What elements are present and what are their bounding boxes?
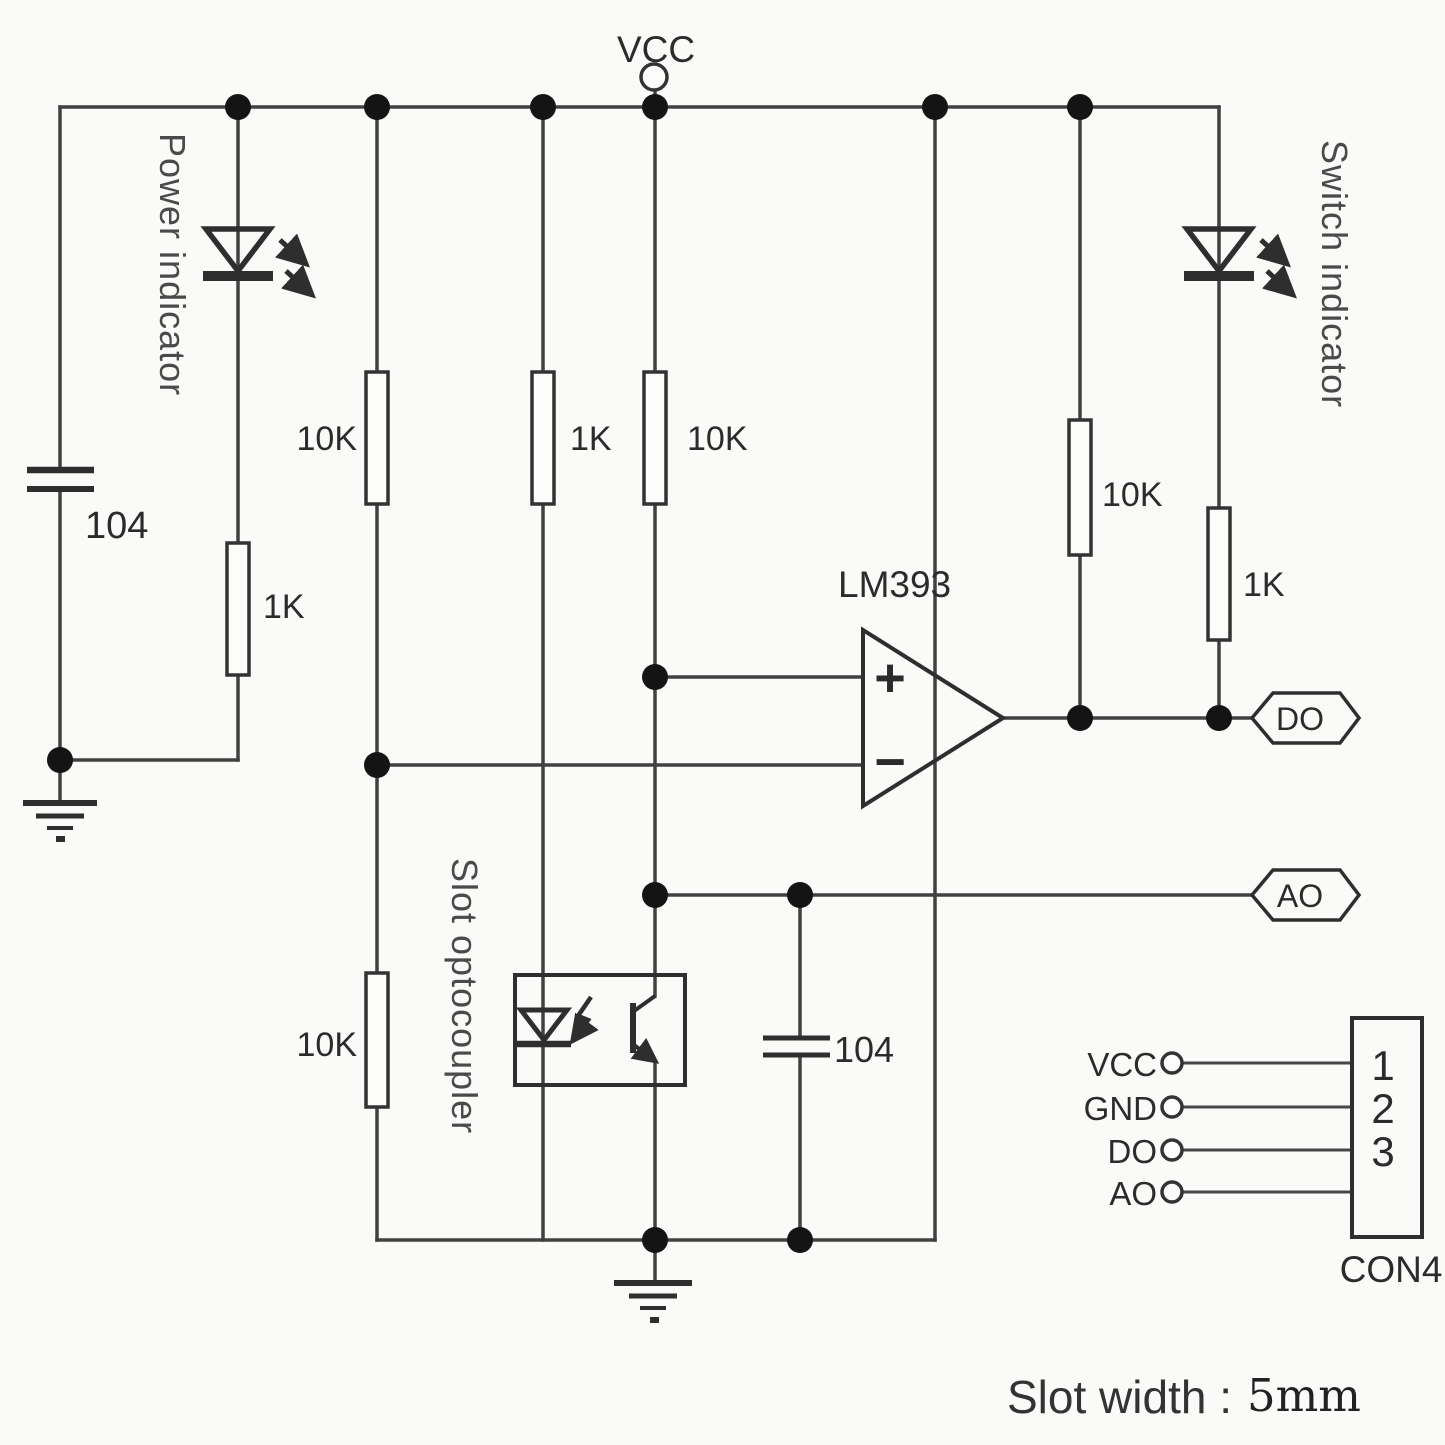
switch-led: [1181, 226, 1297, 299]
labels: VCC LM393 1K 10K 1K 10K 10K 1K 10K 104 1…: [85, 29, 1361, 1423]
capacitor-c1: [27, 466, 94, 492]
ground-dot: [56, 836, 65, 842]
lm393-comparator: + −: [861, 626, 1007, 810]
pin-label-do: DO: [1108, 1133, 1158, 1170]
connector-name-label: CON4: [1340, 1249, 1443, 1290]
pin-number-1: 1: [1371, 1042, 1394, 1089]
junction-dot: [642, 1227, 668, 1253]
junction-dot: [1206, 705, 1232, 731]
ao-tag-label: AO: [1277, 878, 1323, 914]
junction-dots: [47, 94, 1232, 1253]
capacitor-c1-value: 104: [85, 505, 148, 547]
pin-number-3: 3: [1371, 1128, 1394, 1175]
capacitor-c2-value: 104: [834, 1029, 894, 1070]
junction-dot: [642, 882, 668, 908]
resistor-r2: [364, 370, 390, 506]
capacitor-c2: [763, 1035, 830, 1058]
slot-optocoupler-annotation: Slot optocoupler: [444, 858, 485, 1134]
do-net-tag: DO: [1249, 691, 1362, 745]
switch-indicator-annotation: Switch indicator: [1314, 140, 1355, 408]
pin-terminal-circle: [1160, 1180, 1184, 1204]
resistor-r5-value: 10K: [1102, 476, 1163, 514]
pin-terminal-circle: [1160, 1051, 1184, 1075]
comparator-triangle: [861, 626, 1007, 810]
pin-label-ao: AO: [1109, 1175, 1157, 1212]
net-tag-hexagon: [1249, 691, 1362, 745]
connector-pin-wires: [1180, 1061, 1354, 1194]
minus-input-symbol: −: [874, 732, 906, 792]
ground-symbol-left: [23, 800, 97, 842]
vcc-terminal-circle: [639, 62, 669, 92]
optocoupler-box: [513, 973, 687, 1087]
junction-dot: [364, 752, 390, 778]
resistor-r6: [1206, 506, 1232, 642]
resistor-r3-value: 1K: [570, 420, 612, 458]
resistor-r1-value: 1K: [263, 588, 305, 626]
junction-dot: [642, 664, 668, 690]
slot-optocoupler: [513, 973, 687, 1087]
slot-width-value: 5mm: [1247, 1369, 1361, 1422]
resistors: [225, 370, 1232, 1109]
net-tag-hexagon: [1249, 868, 1362, 922]
junction-dot: [364, 94, 390, 120]
led-emission-arrow: [275, 233, 310, 268]
pin-label-vcc: VCC: [1087, 1046, 1157, 1083]
resistor-r3: [530, 370, 556, 506]
junction-dot: [225, 94, 251, 120]
comparator-part-label: LM393: [838, 564, 951, 605]
led-triangle: [200, 226, 276, 276]
resistor-r4-value: 10K: [687, 420, 748, 458]
pin-number-2: 2: [1371, 1085, 1394, 1132]
junction-dot: [1067, 94, 1093, 120]
led-emission-arrow: [281, 264, 316, 299]
vcc-net-label: VCC: [617, 29, 695, 70]
junction-dot: [922, 94, 948, 120]
junction-dot: [1067, 705, 1093, 731]
pin-terminal-circle: [1160, 1095, 1184, 1119]
power-indicator-annotation: Power indicator: [152, 133, 193, 396]
ground-dot: [650, 1317, 659, 1323]
phototransistor-emitter: [630, 1037, 660, 1064]
ao-net-tag: AO: [1249, 868, 1362, 922]
light-beam-icon: [569, 995, 599, 1045]
connector-body: [1350, 1016, 1424, 1239]
ground-symbol-center: [614, 1280, 692, 1323]
plus-input-symbol: +: [874, 648, 906, 708]
pin-terminal-circle: [1160, 1138, 1184, 1162]
wires: [58, 89, 1354, 1282]
power-led: [200, 226, 316, 299]
opto-led-triangle: [515, 1007, 573, 1045]
resistor-r5: [1067, 418, 1093, 557]
resistor-r4: [642, 370, 668, 506]
con4-connector: VCC GND DO AO 1 2 3 CON4: [1084, 1016, 1443, 1290]
junction-dot: [787, 882, 813, 908]
led-emission-arrow: [1256, 233, 1291, 268]
slot-width-caption: Slot width :: [1007, 1371, 1232, 1423]
pin-label-gnd: GND: [1084, 1090, 1157, 1127]
resistor-r6-value: 1K: [1243, 566, 1285, 604]
resistor-r1: [225, 541, 251, 677]
do-tag-label: DO: [1276, 701, 1324, 737]
resistor-r2-value: 10K: [297, 420, 358, 458]
junction-dot: [787, 1227, 813, 1253]
vcc-terminal: [639, 62, 669, 92]
resistor-r7-value: 10K: [297, 1026, 358, 1064]
led-triangle: [1181, 226, 1257, 276]
resistor-r7: [364, 971, 390, 1109]
phototransistor-collector: [632, 994, 657, 1013]
junction-dot: [47, 747, 73, 773]
junction-dot: [642, 94, 668, 120]
junction-dot: [530, 94, 556, 120]
led-emission-arrow: [1262, 264, 1297, 299]
